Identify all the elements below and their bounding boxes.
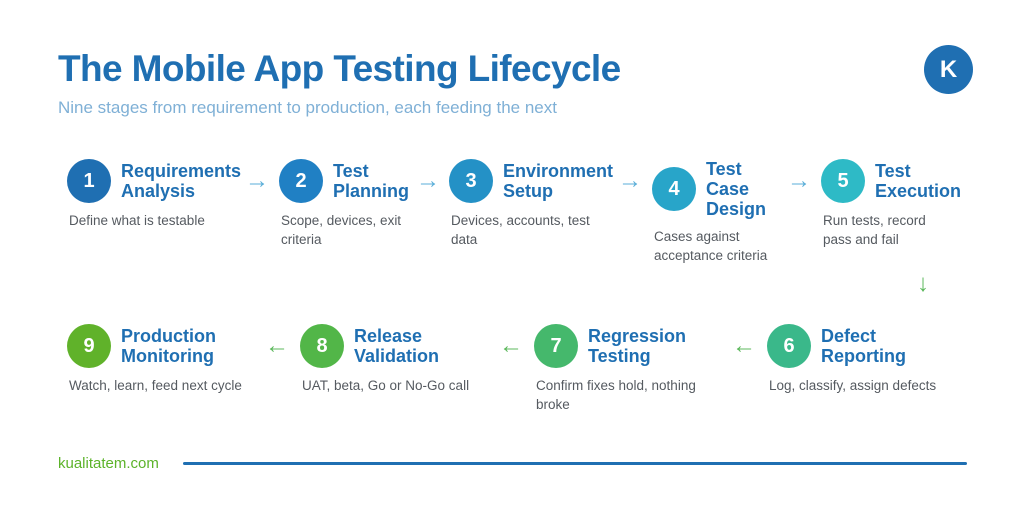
arrow-left-icon: ← [499,332,523,359]
stage-description: UAT, beta, Go or No-Go call [302,378,470,393]
stage-title: Production Monitoring [121,326,216,366]
stage-title: Test Case Design [706,159,767,219]
stage-description: Watch, learn, feed next cycle [69,378,242,393]
stage-number-badge: 1 [67,159,111,203]
stage-title: Test Planning [333,161,409,201]
stage-description: Confirm fixes hold, nothing broke [536,378,696,412]
brand-logo: K [924,45,973,94]
stage-number-badge: 7 [534,324,578,368]
stage-description: Devices, accounts, test data [451,213,590,247]
arrow-right-icon: → [618,167,642,194]
stage-number-badge: 9 [67,324,111,368]
stage-description: Run tests, record pass and fail [823,213,926,247]
arrow-down-icon: ↓ [917,270,929,297]
stage-description: Cases against acceptance criteria [654,229,768,263]
stage-title: Regression Testing [588,326,687,366]
stage-title: Test Execution [875,161,962,201]
stage-description: Scope, devices, exit criteria [281,213,402,247]
footer-site-link[interactable]: kualitatem.com [58,455,159,472]
arrow-right-icon: → [416,167,440,194]
stage-number-badge: 5 [821,159,865,203]
stage-title: Release Validation [354,326,440,366]
page-title: The Mobile App Testing Lifecycle [58,48,621,89]
stage-description: Define what is testable [69,213,205,228]
arrow-right-icon: → [245,167,269,194]
arrow-left-icon: ← [732,332,756,359]
arrow-left-icon: ← [265,332,289,359]
arrow-right-icon: → [787,167,811,194]
stage-title: Defect Reporting [821,326,906,366]
stage-number-badge: 6 [767,324,811,368]
stage-number-badge: 3 [449,159,493,203]
stage-number-badge: 8 [300,324,344,368]
stage-description: Log, classify, assign defects [769,378,937,393]
page-subtitle: Nine stages from requirement to producti… [58,98,557,117]
footer-divider [183,462,967,465]
stage-number-badge: 2 [279,159,323,203]
stage-title: Environment Setup [503,161,614,201]
stage-number-badge: 4 [652,167,696,211]
stage-title: Requirements Analysis [121,161,242,201]
